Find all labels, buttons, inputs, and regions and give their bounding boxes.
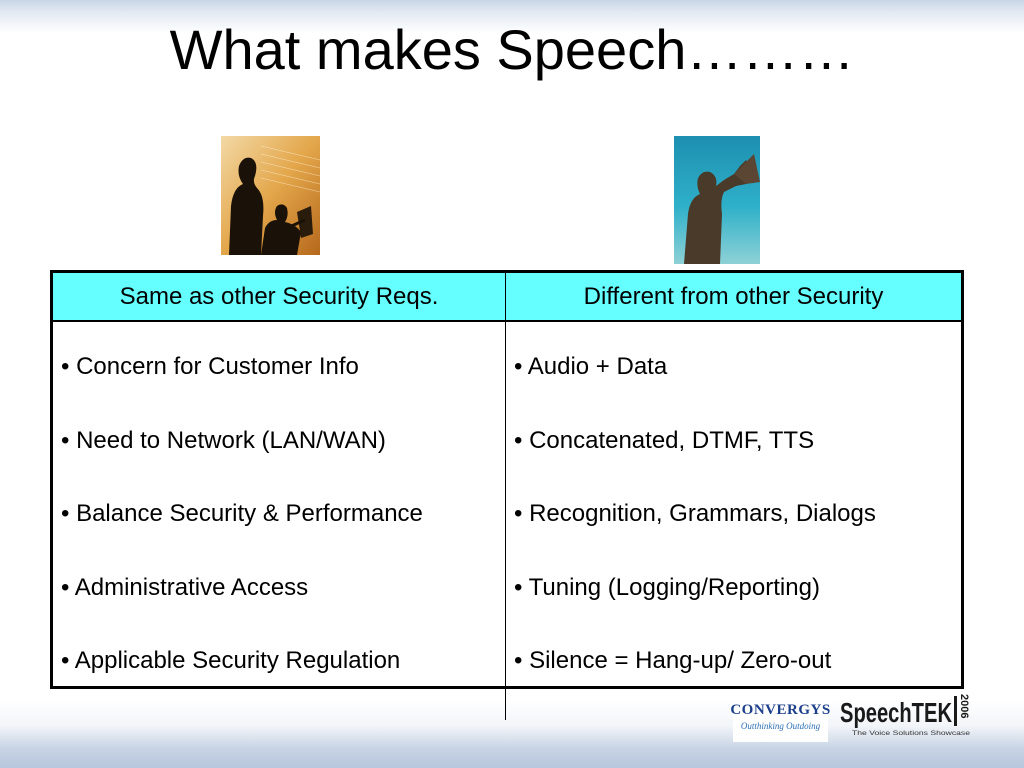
comparison-table: Same as other Security Reqs. Different f… <box>50 270 964 720</box>
megaphone-person-photo <box>674 136 760 264</box>
list-item: • Tuning (Logging/Reporting) <box>514 573 820 601</box>
speechtek-logo: SpeechTEK 2006 The Voice Solutions Showc… <box>838 690 984 740</box>
list-item: • Silence = Hang-up/ Zero-out <box>514 647 832 674</box>
business-people-photo <box>221 136 320 255</box>
speechtek-logo-name: SpeechTEK <box>840 697 952 728</box>
speechtek-logo-year: 2006 <box>958 694 970 718</box>
header-same-as-other: Same as other Security Reqs. <box>53 273 506 322</box>
list-item: • Applicable Security Regulation <box>61 647 401 674</box>
speechtek-logo-tagline: The Voice Solutions Showcase <box>852 731 971 737</box>
list-item: • Administrative Access <box>61 573 309 601</box>
list-item: • Recognition, Grammars, Dialogs <box>514 500 876 527</box>
list-item: • Concatenated, DTMF, TTS <box>514 426 815 454</box>
list-item: • Balance Security & Performance <box>61 500 423 527</box>
convergys-logo-name: CONVERGYS <box>730 701 831 718</box>
header-different-from-other: Different from other Security <box>506 273 961 322</box>
convergys-logo-tagline: Outthinking Outdoing <box>740 720 821 731</box>
slide-title: What makes Speech……… <box>169 18 855 81</box>
convergys-logo: CONVERGYS Outthinking Outdoing <box>730 690 831 742</box>
different-from-column: • Audio + Data • Concatenated, DTMF, TTS… <box>506 322 961 720</box>
same-as-column: • Concern for Customer Info • Need to Ne… <box>53 322 506 720</box>
list-item: • Audio + Data <box>514 353 668 380</box>
list-item: • Need to Network (LAN/WAN) <box>61 426 386 454</box>
list-item: • Concern for Customer Info <box>61 353 359 380</box>
